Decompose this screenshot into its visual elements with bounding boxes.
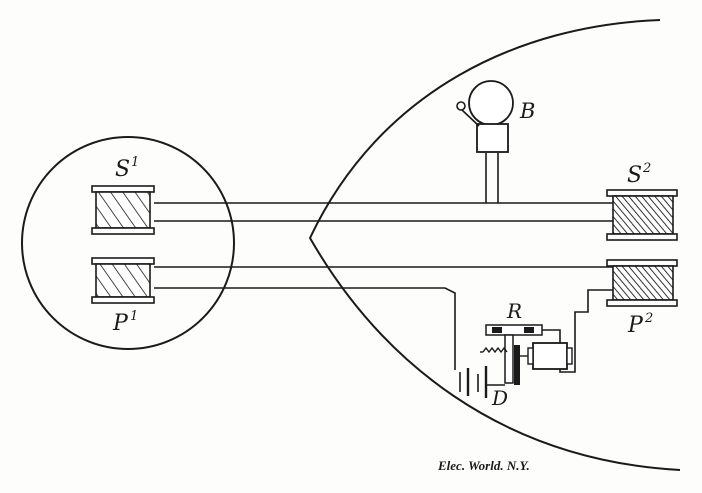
- coil-p1: [91, 257, 155, 304]
- coil-s1: [91, 185, 155, 235]
- label-p1: P: [112, 311, 129, 336]
- label-relay: R: [506, 299, 522, 323]
- label-battery: D: [491, 386, 508, 410]
- bell: [456, 80, 514, 153]
- label-bell: B: [519, 99, 535, 123]
- label-p1-superscript: 1: [130, 309, 138, 324]
- label-p2-superscript: 2: [644, 311, 653, 326]
- label-s2-superscript: 2: [642, 161, 651, 176]
- left-circle: [21, 136, 235, 350]
- label-p2: P: [627, 313, 644, 338]
- label-s2: S: [627, 163, 642, 188]
- coil-p2: [606, 259, 678, 307]
- coil-s2: [606, 189, 678, 241]
- relay-assembly: [459, 289, 613, 398]
- label-s1-superscript: 1: [131, 155, 139, 170]
- right-curve: [308, 19, 681, 471]
- label-s1: S: [115, 157, 130, 182]
- connecting-wires: [154, 153, 613, 370]
- publication-credit: Elec. World. N.Y.: [437, 458, 530, 473]
